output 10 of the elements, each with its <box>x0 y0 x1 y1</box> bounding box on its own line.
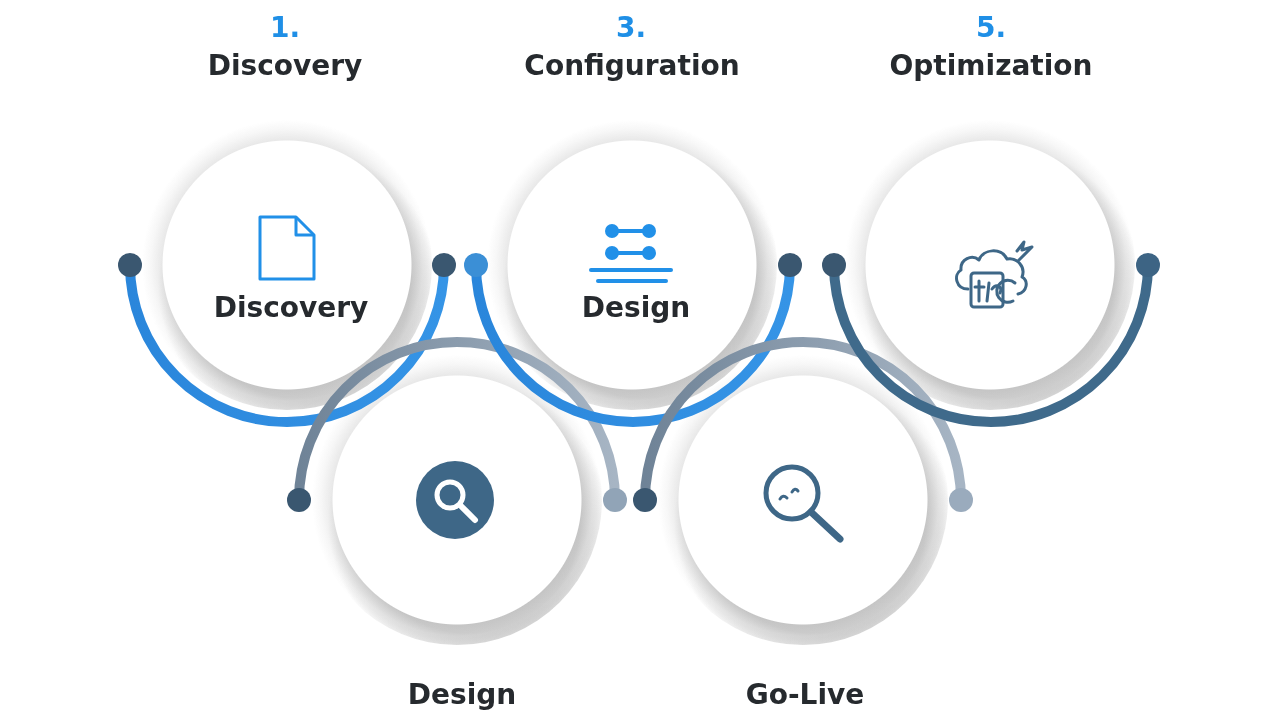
step-heading: Optimization <box>889 49 1093 83</box>
step-heading: Configuration <box>524 49 740 83</box>
step-title: Design <box>581 291 691 325</box>
step-heading: Discovery <box>207 49 363 83</box>
step-number: 5. <box>975 11 1007 45</box>
step-title: Discovery <box>213 291 369 325</box>
step-heading: Design <box>407 678 517 712</box>
step-heading: Go-Live <box>745 678 865 712</box>
step-number: 1. <box>269 11 301 45</box>
step-number: 3. <box>615 11 647 45</box>
